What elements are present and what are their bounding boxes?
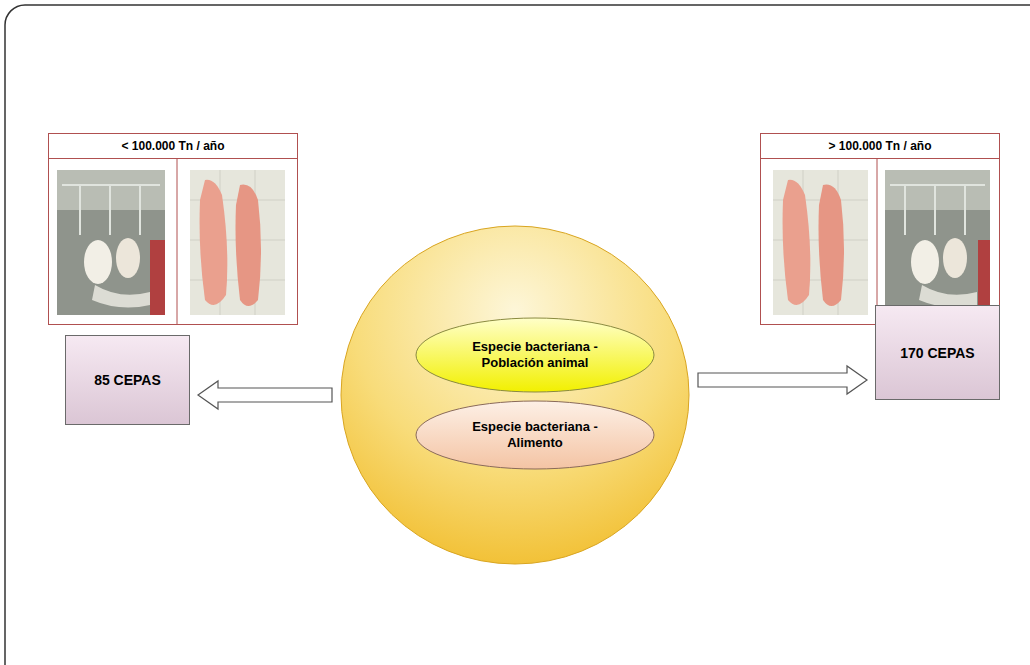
pig-carcass-photo (190, 170, 285, 315)
outer-frame (5, 5, 1030, 665)
block-arrow (198, 381, 332, 409)
pig-carcass-photo (773, 170, 868, 315)
category-ellipse: Especie bacteriana - Población animalEsp… (340, 225, 690, 565)
category-label: Especie bacteriana - Alimento (450, 419, 620, 451)
category-ellipse: Especie bacteriana - Alimento (415, 400, 655, 470)
ellipse-shape (416, 401, 654, 469)
group-header-box: > 100.000 Tn / año (760, 133, 1000, 325)
poultry-photo (885, 170, 990, 315)
strain-count: 85 CEPAS (94, 372, 161, 388)
group-header-box: < 100.000 Tn / año (48, 133, 298, 325)
strain-count-box: 85 CEPAS (65, 335, 190, 425)
category-label: Especie bacteriana - Población animal (450, 339, 620, 371)
group-title: < 100.000 Tn / año (49, 134, 297, 159)
photo-divider (877, 158, 878, 325)
poultry-photo (57, 170, 165, 315)
block-arrow (698, 366, 867, 394)
ellipse-shape (341, 226, 689, 564)
ellipse-shape (416, 318, 654, 392)
ellipse-outline (340, 225, 690, 565)
strain-count: 170 CEPAS (900, 345, 974, 361)
group-title: > 100.000 Tn / año (761, 134, 999, 159)
strain-count-box: 170 CEPAS (875, 305, 1000, 400)
photo-divider (177, 158, 178, 325)
category-ellipse: Especie bacteriana - Población animal (415, 317, 655, 393)
